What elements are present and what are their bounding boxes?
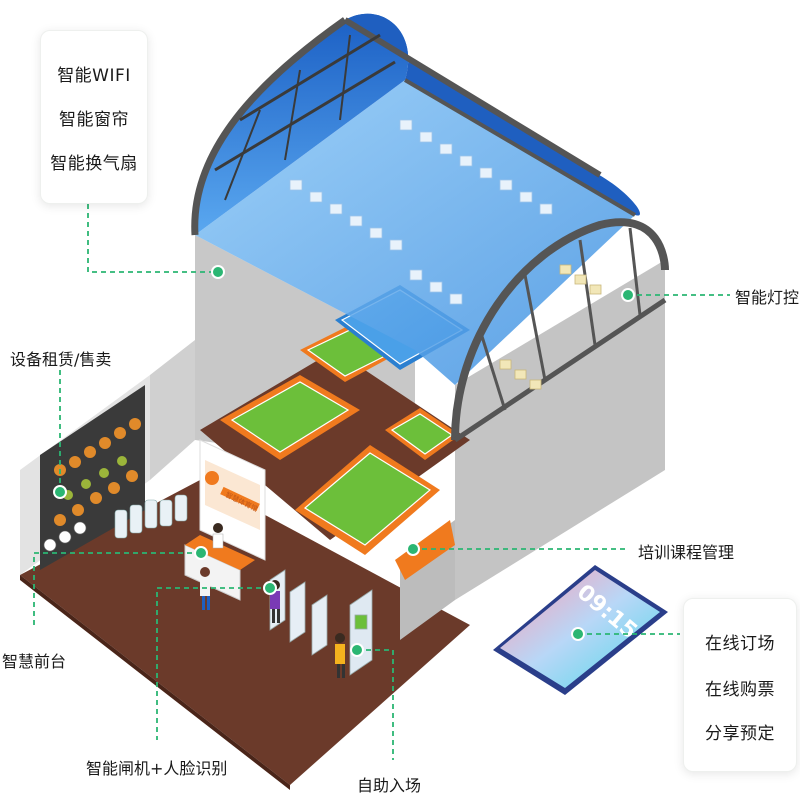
marker-front-desk [194,546,208,560]
marker-self-entry [350,643,364,657]
people [200,523,345,678]
card-line-fan: 智能换气扇 [50,154,138,174]
label-self-entry: 自助入场 [357,776,422,795]
label-equipment: 设备租赁/售卖 [10,350,112,369]
marker-equipment [53,485,67,499]
marker-online [571,627,585,641]
equipment-shelves [40,385,188,570]
label-gate: 智能闸机+人脸识别 [86,759,228,778]
smart-environment-card: 智能WIFI 智能窗帘 智能换气扇 [40,30,148,204]
marker-training [406,542,420,556]
label-lighting: 智能灯控 [735,288,800,307]
floor [20,480,470,785]
marker-gate [263,581,277,595]
connector-gate [156,587,270,740]
glass-volume [195,80,635,385]
right-wall [455,260,665,600]
card-line-buy-ticket: 在线购票 [705,680,775,700]
card-line-curtain: 智能窗帘 [59,110,129,130]
marker-lighting [621,288,635,302]
roof [191,13,669,443]
card-line-share-booking: 分享预定 [705,724,775,744]
online-services-card: 在线订场 在线购票 分享预定 [683,598,797,772]
card-line-wifi: 智能WIFI [57,66,131,86]
label-front-desk: 智慧前台 [2,652,67,671]
connector-top-card [87,204,218,273]
label-training: 培训课程管理 [638,543,735,562]
card-line-book-court: 在线订场 [705,634,775,654]
marker-top-card [211,265,225,279]
connector-front-desk [33,552,201,626]
connector-self-entry [357,649,394,760]
stands [289,119,553,305]
